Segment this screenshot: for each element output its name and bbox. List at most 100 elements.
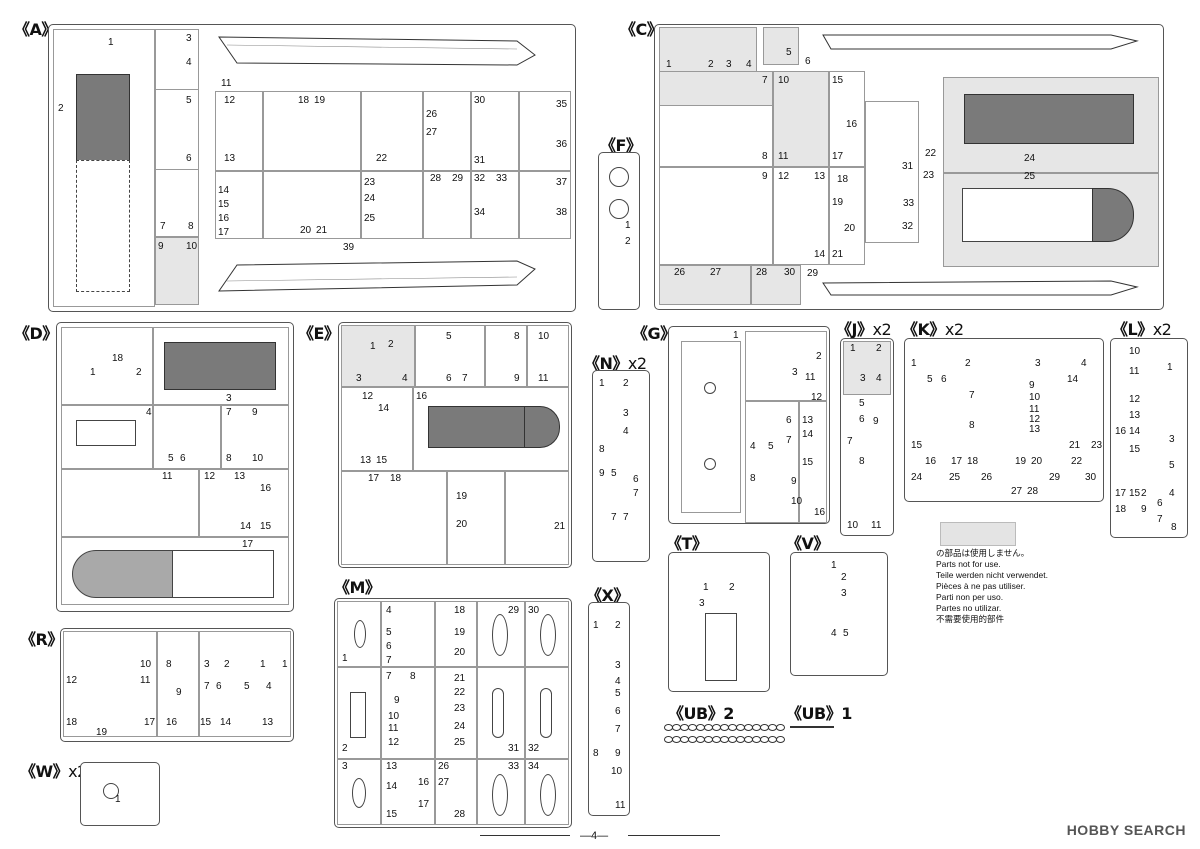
- e-num: 20: [456, 519, 468, 530]
- g-num: 2: [816, 351, 822, 362]
- k-num: 24: [911, 472, 923, 483]
- e-num: 18: [390, 473, 402, 484]
- a-cell: 28 29: [423, 171, 471, 239]
- m-num: 22: [454, 687, 466, 698]
- m-part-boat: [352, 778, 366, 808]
- c-num: 29: [807, 268, 819, 279]
- m-cell: 18 19 20: [435, 601, 477, 667]
- l-num: 11: [1129, 366, 1140, 377]
- watermark: HOBBY SEARCH: [1066, 822, 1186, 838]
- g-num: 5: [768, 441, 774, 452]
- ub2-label: 《UB》2: [668, 704, 734, 723]
- k-num: 3: [1035, 358, 1041, 369]
- g-num: 9: [791, 476, 797, 487]
- e-num: 17: [368, 473, 380, 484]
- g-part-plate: [681, 341, 741, 513]
- d-num: 4: [146, 407, 152, 418]
- v-num: 5: [843, 628, 849, 639]
- a-num: 21: [316, 225, 328, 236]
- f-part-wheel: [609, 167, 629, 187]
- r-num: 3: [204, 659, 210, 670]
- r-cell: 8 9 16: [157, 631, 199, 737]
- c-cell-unused: 5: [763, 27, 799, 65]
- g-num: 14: [802, 429, 814, 440]
- n-num: 9: [599, 468, 605, 479]
- sprue-j-multiplier: x2: [872, 320, 892, 339]
- a-num: 8: [188, 221, 194, 232]
- m-cell: 7 8 9 10 11 12: [381, 667, 435, 759]
- m-cell: 31: [477, 667, 525, 759]
- c-num: 19: [832, 197, 844, 208]
- x-num: 11: [615, 800, 626, 811]
- l-num: 1: [1167, 362, 1173, 373]
- a-num: 12: [224, 95, 236, 106]
- ub2-chain: [664, 720, 790, 750]
- a-cell: 18 19: [263, 91, 361, 171]
- c-num: 1: [666, 59, 672, 70]
- m-cell: 1: [337, 601, 381, 667]
- sprue-x-frame: 1 2 3 4 5 6 7 8 9 10 11: [588, 602, 630, 816]
- e-cell: 10 11: [527, 325, 569, 387]
- a-num: 26: [426, 109, 438, 120]
- x-num: 1: [593, 620, 599, 631]
- m-num: 14: [386, 781, 398, 792]
- a-hull-half-upper: [218, 36, 536, 66]
- c-cell: 12 13 14: [773, 167, 829, 265]
- sprue-j-frame: 1 2 3 4 5 6 7 8 9 10 11: [840, 338, 894, 536]
- e-cell: 17 18: [341, 471, 447, 565]
- c-cell-unused: 1 2 3 4: [659, 27, 757, 73]
- legend-line: Parts not for use.: [936, 559, 1001, 569]
- c-num: 14: [814, 249, 826, 260]
- r-num: 13: [262, 717, 274, 728]
- k-num: 4: [1081, 358, 1087, 369]
- c-cell: 31 32: [865, 101, 919, 243]
- sprue-n-label: 《N》x2: [584, 350, 647, 374]
- a-part-lower-deck: [76, 160, 130, 292]
- c-num: 6: [805, 56, 811, 67]
- sprue-c-frame: 1 2 3 4 5 6 7 8 10 11 15 16 17 31 32 22 …: [654, 24, 1164, 310]
- m-cell: 21 22 23 24 25: [435, 667, 477, 759]
- m-num: 24: [454, 721, 466, 732]
- f-num: 2: [625, 236, 631, 247]
- l-num: 7: [1157, 514, 1163, 525]
- j-num: 8: [859, 456, 865, 467]
- g-num: 3: [792, 367, 798, 378]
- v-num: 1: [831, 560, 837, 571]
- e-num: 5: [446, 331, 452, 342]
- m-num: 34: [528, 761, 540, 772]
- g-num: 4: [750, 441, 756, 452]
- m-part-boat: [540, 774, 556, 816]
- d-num: 3: [226, 393, 232, 404]
- c-num: 10: [778, 75, 790, 86]
- t-num: 1: [703, 582, 709, 593]
- c-num: 12: [778, 171, 790, 182]
- g-num: 10: [791, 496, 803, 507]
- w-part-ring: [103, 783, 119, 799]
- r-num: 10: [140, 659, 152, 670]
- x-num: 10: [611, 766, 623, 777]
- e-cell: 5 6 7: [415, 325, 485, 387]
- c-num: 21: [832, 249, 844, 260]
- k-num: 13: [1029, 424, 1041, 435]
- sprue-f-label: 《F》: [600, 136, 642, 155]
- c-num: 27: [710, 267, 722, 278]
- r-num: 17: [144, 717, 156, 728]
- c-num: 26: [674, 267, 686, 278]
- l-num: 4: [1169, 488, 1175, 499]
- j-cell-unused: 1 2 3 4: [843, 341, 891, 395]
- j-num: 1: [850, 343, 856, 354]
- m-num: 12: [388, 737, 400, 748]
- d-num: 11: [162, 471, 173, 482]
- r-num: 15: [200, 717, 212, 728]
- d-num: 10: [252, 453, 264, 464]
- v-num: 4: [831, 628, 837, 639]
- c-num: 31: [902, 161, 914, 172]
- a-num: 9: [158, 241, 164, 252]
- sprue-l-multiplier: x2: [1152, 320, 1172, 339]
- e-num: 7: [462, 373, 468, 384]
- k-num: 22: [1071, 456, 1083, 467]
- sprue-g-label: 《G》: [632, 324, 676, 343]
- sprue-f-frame: 1 2: [598, 152, 640, 310]
- a-num: 32: [474, 173, 486, 184]
- c-cell: 19 20 21: [829, 167, 865, 265]
